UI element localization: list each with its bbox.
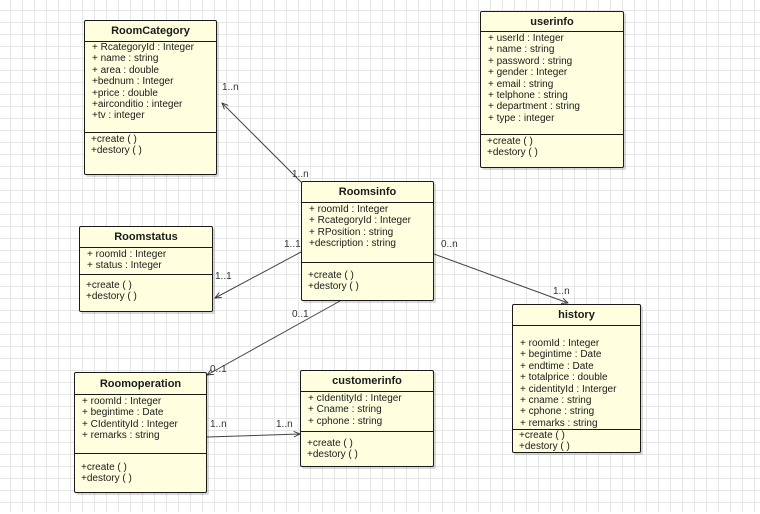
methods-compartment: +create ( ) +destory ( ) [481, 135, 623, 159]
attributes-compartment: + roomId : Integer + status : Integer [80, 248, 212, 275]
attribute-row: + remarks : string [520, 417, 598, 429]
attribute-row: + cIdentityId : Integer [308, 393, 402, 404]
attribute-row: + CIdentityId : Integer [82, 418, 178, 430]
attribute-row: + Cname : string [308, 404, 382, 416]
methods-compartment: +create ( ) +destory ( ) [513, 430, 640, 453]
attributes-compartment: + roomId : Integer + begintime : Date + … [513, 326, 640, 430]
multiplicity-label: 1..n [553, 286, 570, 297]
method-row: +create ( ) [487, 136, 533, 147]
attributes-compartment: + roomId : Integer + RcategoryId : Integ… [302, 203, 433, 263]
attribute-row: + totalprice : double [520, 372, 608, 384]
multiplicity-label: 0..n [441, 239, 458, 250]
multiplicity-label: 1..1 [284, 239, 301, 250]
attribute-row: + roomId : Integer [309, 204, 389, 215]
attribute-row: + begintime : Date [82, 407, 164, 419]
attribute-row: + roomId : Integer [520, 338, 600, 349]
class-roomsinfo[interactable]: Roomsinfo + roomId : Integer + Rcategory… [301, 181, 434, 301]
attribute-row: + RPosition : string [309, 226, 394, 238]
multiplicity-label: 0..1 [210, 364, 227, 375]
method-row: +destory ( ) [519, 441, 570, 453]
association-roomsinfo-roomstatus[interactable] [215, 251, 302, 298]
class-title: customerinfo [301, 371, 433, 392]
class-roomoperation[interactable]: Roomoperation + roomId : Integer + begin… [74, 372, 207, 493]
association-roomsinfo-history[interactable] [433, 253, 568, 303]
association-roomsinfo-roomoperation[interactable] [207, 300, 341, 375]
attribute-row: +description : string [309, 238, 396, 250]
attribute-row: + type : integer [488, 112, 555, 124]
class-roomcategory[interactable]: RoomCategory + RcategoryId : Integer + n… [84, 20, 217, 175]
attribute-row: + RcategoryId : Integer [309, 215, 412, 227]
method-row: +create ( ) [308, 270, 354, 281]
class-customerinfo[interactable]: customerinfo + cIdentityId : Integer + C… [300, 370, 434, 467]
class-roomstatus[interactable]: Roomstatus + roomId : Integer + status :… [79, 226, 213, 312]
multiplicity-label: 1..n [292, 169, 309, 180]
attribute-row: + cphone : string [308, 415, 383, 427]
attribute-row: + roomId : Integer [87, 249, 167, 260]
class-userinfo[interactable]: userinfo + userId : Integer + name : str… [480, 11, 624, 168]
method-row: +destory ( ) [81, 473, 132, 485]
attribute-row: +tv : integer [92, 110, 145, 122]
class-history[interactable]: history + roomId : Integer + begintime :… [512, 304, 641, 453]
class-title: Roomoperation [75, 373, 206, 395]
attribute-row: + name : string [488, 44, 555, 56]
method-row: +create ( ) [81, 462, 127, 473]
methods-compartment: +create ( ) +destory ( ) [80, 275, 212, 303]
attributes-compartment: + userId : Integer + name : string + pas… [481, 32, 623, 135]
multiplicity-label: 0..1 [292, 309, 309, 320]
attribute-row: + area : double [92, 64, 159, 76]
attribute-row: +bednum : Integer [92, 76, 174, 88]
attribute-row: + gender : Integer [488, 67, 568, 79]
attribute-row: + password : string [488, 55, 573, 67]
attribute-row: + endtime : Date [520, 360, 594, 372]
method-row: +create ( ) [519, 430, 565, 441]
method-row: +destory ( ) [487, 147, 538, 159]
attribute-row: + userId : Integer [488, 33, 564, 44]
method-row: +create ( ) [307, 438, 353, 449]
attribute-row: + cphone : string [520, 406, 595, 418]
attribute-row: + department : string [488, 101, 580, 113]
method-row: +create ( ) [91, 134, 137, 145]
method-row: +destory ( ) [91, 145, 142, 157]
class-title: userinfo [481, 12, 623, 32]
method-row: +destory ( ) [86, 291, 137, 303]
attributes-compartment: + cIdentityId : Integer + Cname : string… [301, 392, 433, 432]
attribute-row: + name : string [92, 53, 159, 65]
multiplicity-label: 1..n [222, 82, 239, 93]
class-title: Roomstatus [80, 227, 212, 248]
attribute-row: + cidentityId : Interger [520, 383, 617, 395]
attributes-compartment: + RcategoryId : Integer + name : string … [85, 42, 216, 133]
attribute-row: + RcategoryId : Integer [92, 42, 195, 53]
attribute-row: + status : Integer [87, 260, 162, 272]
attributes-compartment: + roomId : Integer + begintime : Date + … [75, 395, 206, 454]
multiplicity-label: 1..1 [215, 271, 232, 282]
methods-compartment: +create ( ) +destory ( ) [301, 432, 433, 461]
attribute-row: + telphone : string [488, 90, 568, 102]
attribute-row: + remarks : string [82, 430, 160, 442]
methods-compartment: +create ( ) +destory ( ) [85, 133, 216, 157]
class-title: RoomCategory [85, 21, 216, 42]
attribute-row: + roomId : Integer [82, 396, 162, 407]
attribute-row: + email : string [488, 78, 554, 90]
attribute-row: +price : double [92, 87, 158, 99]
attribute-row: + begintime : Date [520, 349, 602, 361]
method-row: +destory ( ) [307, 449, 358, 461]
methods-compartment: +create ( ) +destory ( ) [302, 263, 433, 293]
methods-compartment: +create ( ) +destory ( ) [75, 454, 206, 485]
method-row: +destory ( ) [308, 281, 359, 293]
multiplicity-label: 1..n [210, 419, 227, 430]
association-roomoperation-customerinfo[interactable] [206, 434, 300, 438]
canvas-bottom-edge [0, 512, 760, 514]
class-title: history [513, 305, 640, 326]
method-row: +create ( ) [86, 280, 132, 291]
association-roomsinfo-roomcategory[interactable] [222, 103, 302, 183]
attribute-row: + cname : string [520, 395, 592, 407]
class-title: Roomsinfo [302, 182, 433, 203]
attribute-row: +airconditio : integer [92, 99, 183, 111]
multiplicity-label: 1..n [276, 419, 293, 430]
